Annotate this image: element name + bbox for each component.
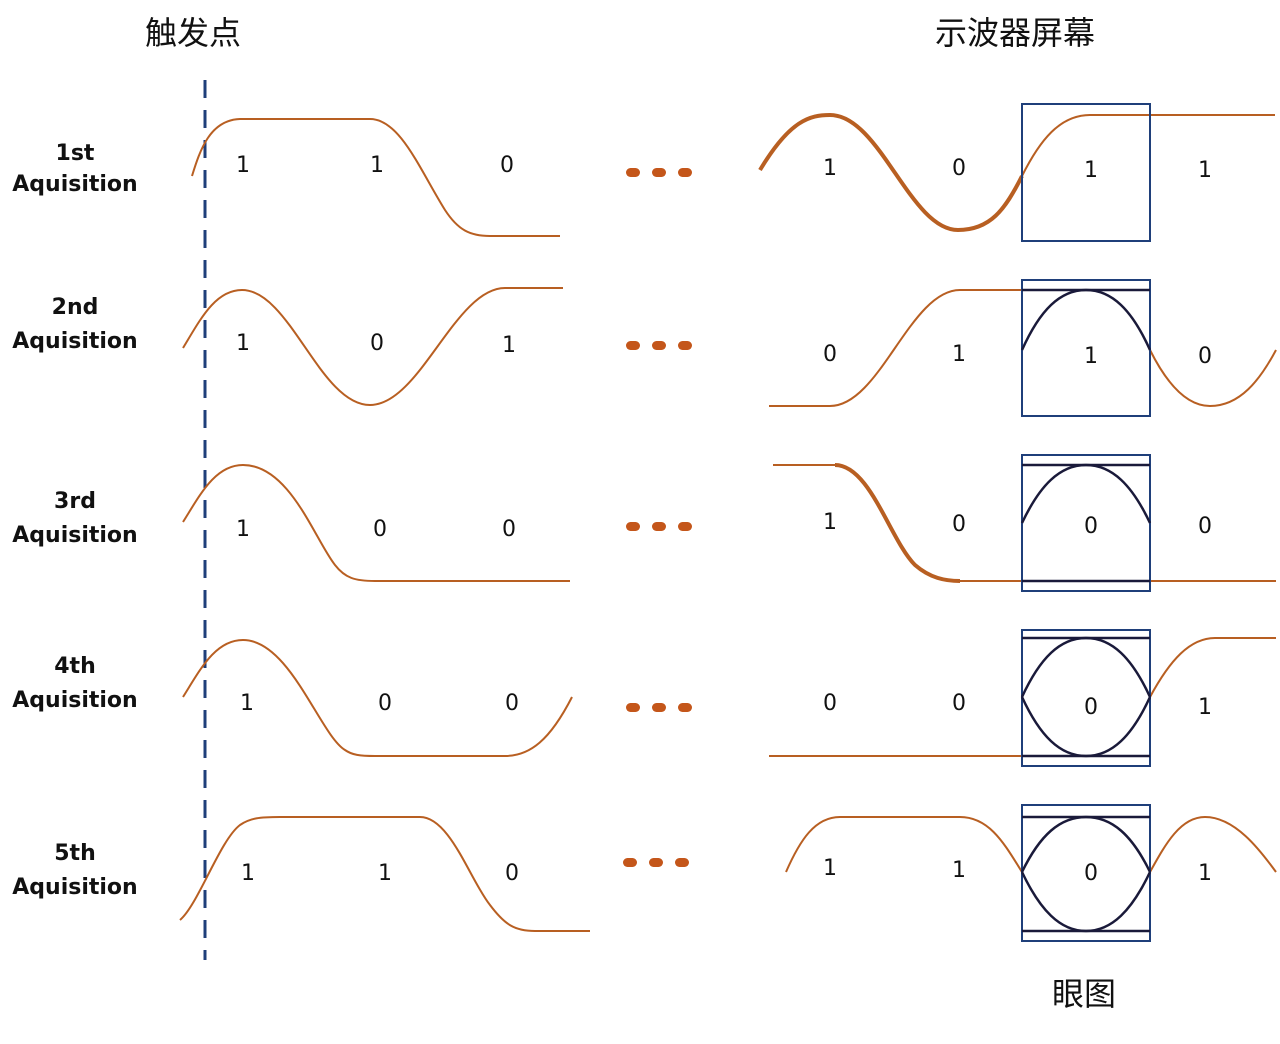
row-label-5-text: Aquisition (12, 875, 137, 900)
right-bit-r2-4: 0 (1198, 344, 1212, 369)
row-label-1-ordinal: 1st (56, 141, 95, 166)
left-wave-row-4 (182, 638, 573, 757)
left-bit-labels: 1 1 0 1 0 1 1 0 0 1 0 0 1 1 0 (236, 153, 519, 886)
right-waveforms (758, 112, 1277, 873)
right-wave-row-1-thin (1021, 114, 1275, 177)
left-bit-r1-2: 1 (370, 153, 384, 178)
ellipsis-row-2 (626, 341, 692, 350)
right-wave-row-3-bold (834, 463, 961, 583)
eye-windows (1020, 103, 1152, 942)
eye-diagram-caption: 眼图 (1052, 975, 1116, 1013)
left-bit-r3-1: 1 (236, 517, 250, 542)
ellipsis-row-5 (623, 858, 689, 867)
right-bit-r4-4: 1 (1198, 695, 1212, 720)
left-bit-r3-3: 0 (502, 517, 516, 542)
row-label-3-text: Aquisition (12, 523, 137, 548)
right-bit-labels: 1 0 1 1 0 1 1 0 1 0 0 0 0 0 0 1 1 1 0 1 (823, 156, 1212, 886)
eye-window-row-5 (1020, 804, 1152, 942)
row-label-2-ordinal: 2nd (52, 295, 99, 320)
right-bit-r5-3: 0 (1084, 861, 1098, 886)
left-bit-r2-1: 1 (236, 331, 250, 356)
right-bit-r3-1: 1 (823, 510, 837, 535)
ellipsis-row-3 (626, 522, 692, 531)
right-bit-r1-4: 1 (1198, 158, 1212, 183)
left-bit-r3-2: 0 (373, 517, 387, 542)
right-bit-r5-1: 1 (823, 856, 837, 881)
eye-window-row-3 (1020, 454, 1152, 592)
left-wave-row-5 (179, 816, 590, 932)
right-wave-row-4 (769, 637, 1276, 757)
eye-window-row-2 (1020, 279, 1152, 417)
left-wave-row-3 (182, 463, 570, 582)
right-bit-r5-4: 1 (1198, 861, 1212, 886)
right-bit-r3-2: 0 (952, 512, 966, 537)
right-bit-r4-3: 0 (1084, 695, 1098, 720)
ellipsis-row-4 (626, 703, 692, 712)
row-label-3-ordinal: 3rd (54, 489, 96, 514)
left-bit-r1-1: 1 (236, 153, 250, 178)
row-label-4-text: Aquisition (12, 688, 137, 713)
right-wave-row-1-bold (758, 112, 1024, 233)
row-label-5-ordinal: 5th (54, 841, 96, 866)
right-bit-r1-3: 1 (1084, 158, 1098, 183)
left-wave-row-2 (182, 287, 563, 407)
right-bit-r2-1: 0 (823, 342, 837, 367)
left-bit-r1-3: 0 (500, 153, 514, 178)
right-bit-r1-2: 0 (952, 156, 966, 181)
right-bit-r2-3: 1 (1084, 344, 1098, 369)
row-labels: 1st Aquisition 2nd Aquisition 3rd Aquisi… (12, 141, 137, 900)
scope-screen-title: 示波器屏幕 (935, 14, 1095, 52)
left-bit-r5-2: 1 (378, 861, 392, 886)
eye-window-row-1 (1021, 103, 1151, 242)
left-bit-r4-1: 1 (240, 691, 254, 716)
eye-box-row-1 (1021, 103, 1151, 242)
left-bit-r5-3: 0 (505, 861, 519, 886)
trigger-point-title: 触发点 (145, 14, 241, 52)
row-label-1-text: Aquisition (12, 172, 137, 197)
row-label-2-text: Aquisition (12, 329, 137, 354)
right-bit-r1-1: 1 (823, 156, 837, 181)
right-wave-row-2 (769, 289, 1277, 408)
right-bit-r4-2: 0 (952, 691, 966, 716)
right-bit-r5-2: 1 (952, 858, 966, 883)
left-wave-row-1 (191, 118, 560, 237)
left-bit-r4-2: 0 (378, 691, 392, 716)
right-bit-r4-1: 0 (823, 691, 837, 716)
left-bit-r2-3: 1 (502, 333, 516, 358)
right-wave-row-5 (785, 815, 1277, 873)
row-label-4-ordinal: 4th (54, 654, 96, 679)
right-bit-r2-2: 1 (952, 342, 966, 367)
ellipsis-dots (623, 168, 692, 867)
left-bit-r2-2: 0 (370, 331, 384, 356)
ellipsis-row-1 (626, 168, 692, 177)
right-bit-r3-3: 0 (1084, 514, 1098, 539)
eye-window-row-4 (1020, 629, 1152, 767)
right-bit-r3-4: 0 (1198, 514, 1212, 539)
left-bit-r4-3: 0 (505, 691, 519, 716)
left-waveforms (179, 118, 590, 932)
left-bit-r5-1: 1 (241, 861, 255, 886)
